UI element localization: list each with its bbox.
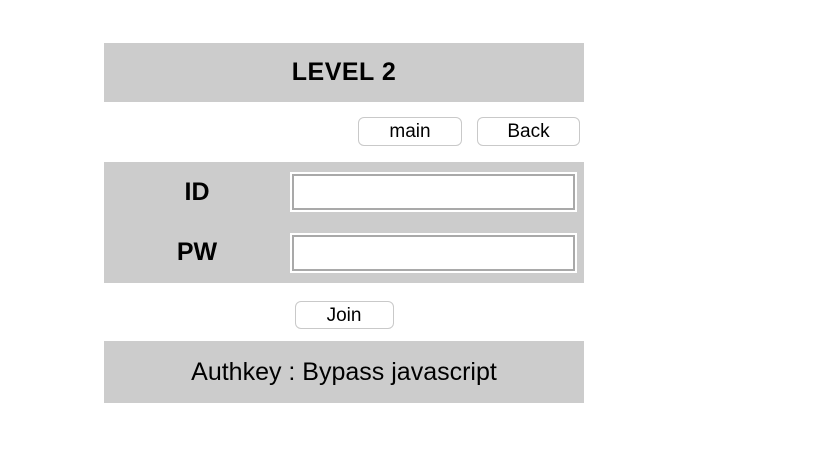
pw-label: PW: [176, 238, 218, 267]
id-row: ID: [104, 162, 584, 223]
nav-row: main Back: [104, 117, 584, 146]
back-button[interactable]: Back: [477, 117, 580, 146]
id-input-cell: [290, 174, 584, 211]
authkey-bar: Authkey : Bypass javascript: [104, 341, 584, 403]
credentials-panel: ID PW: [104, 162, 584, 283]
id-label: ID: [184, 177, 210, 206]
pw-input[interactable]: [292, 234, 575, 271]
pw-input-cell: [290, 234, 584, 271]
id-input[interactable]: [292, 174, 575, 211]
join-row: Join: [104, 301, 584, 329]
join-button[interactable]: Join: [294, 301, 394, 329]
level-page: LEVEL 2 main Back ID PW Join Authkey : B…: [104, 43, 584, 403]
level-header: LEVEL 2: [104, 43, 584, 102]
authkey-text: Authkey : Bypass javascript: [191, 357, 497, 386]
page-title: LEVEL 2: [291, 58, 397, 86]
pw-row: PW: [104, 223, 584, 284]
main-button[interactable]: main: [358, 117, 462, 146]
